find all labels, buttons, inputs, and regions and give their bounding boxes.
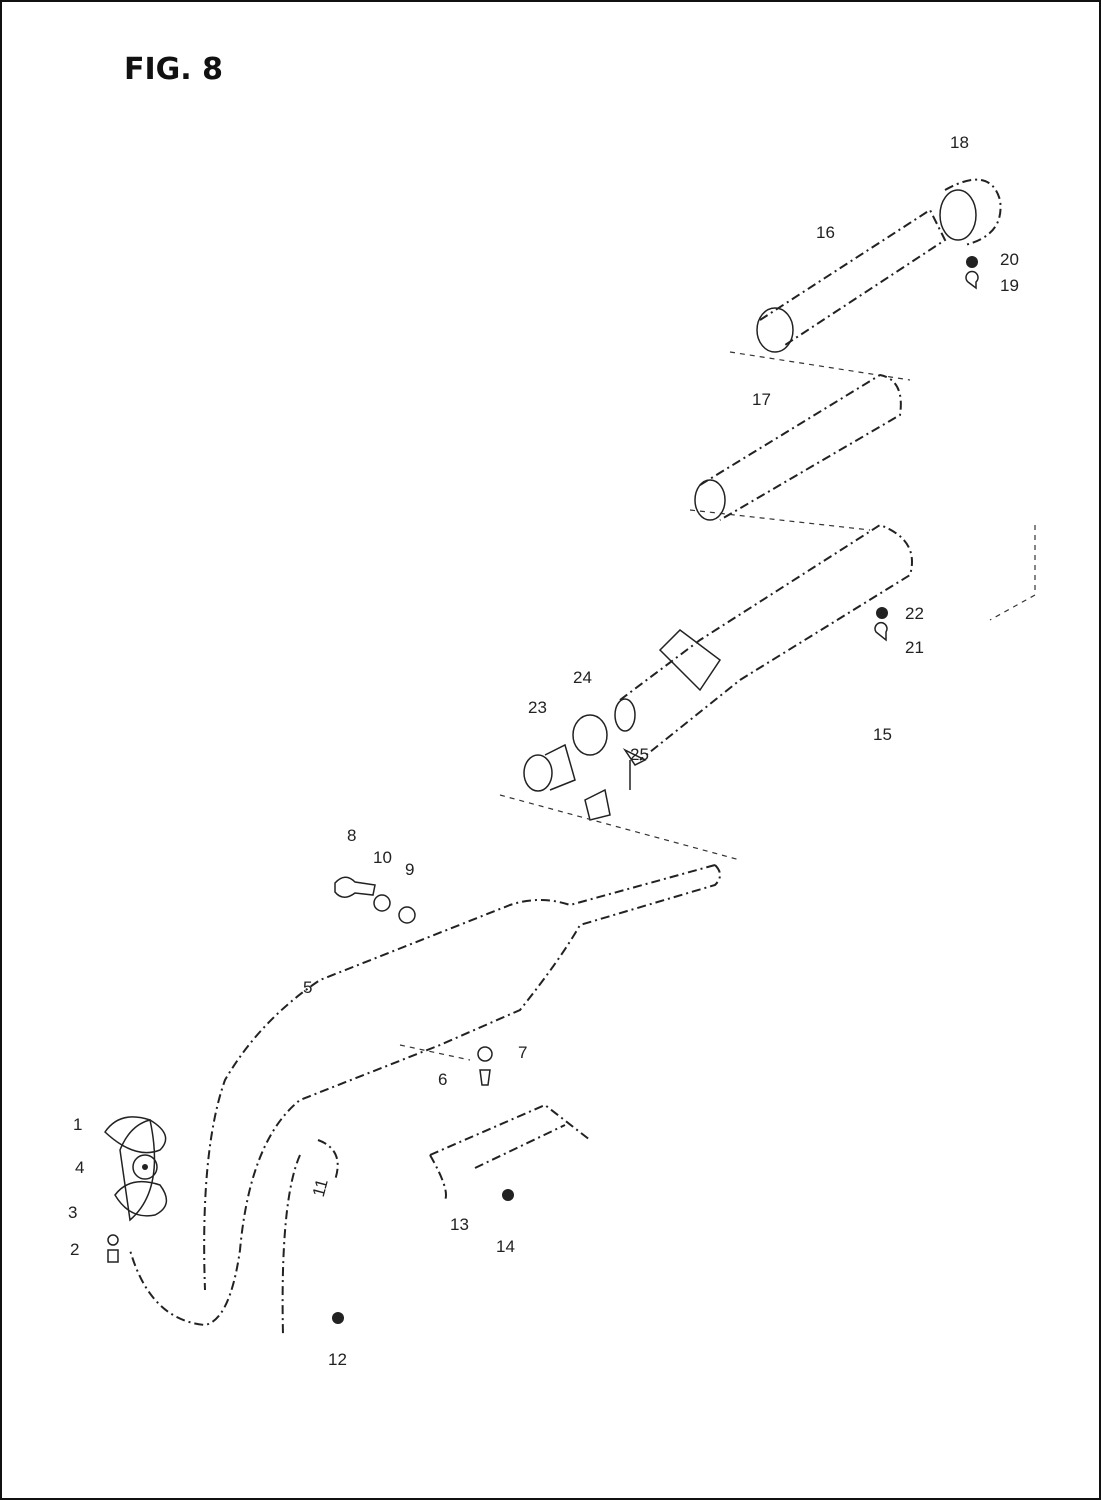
part-label-10: 10 — [373, 848, 392, 867]
part-label-16: 16 — [816, 223, 835, 242]
bolt-parts — [334, 876, 416, 924]
heat-guard-13 — [429, 1103, 591, 1201]
part-label-7: 7 — [518, 1043, 528, 1062]
part-label-25: 25 — [630, 745, 649, 764]
figure-title: FIG. 8 — [124, 52, 223, 87]
silencer-17 — [694, 373, 902, 521]
part-label-8: 8 — [347, 826, 357, 845]
part-label-14: 14 — [496, 1237, 515, 1256]
pipe-11 — [281, 1139, 344, 1336]
part-label-4: 4 — [75, 1158, 85, 1177]
part-label-23: 23 — [528, 698, 547, 717]
exhaust-pipe-5 — [119, 864, 721, 1327]
tail-pipe-16 — [756, 178, 1002, 353]
part-label-2: 2 — [70, 1240, 80, 1259]
part-label-1: 1 — [73, 1115, 83, 1134]
part-label-17: 17 — [752, 390, 771, 409]
part-label-3: 3 — [68, 1203, 78, 1222]
clamp-parts — [523, 714, 647, 821]
part-label-24: 24 — [573, 668, 592, 687]
part-label-12: 12 — [328, 1350, 347, 1369]
part-label-21: 21 — [905, 638, 924, 657]
flange-parts — [104, 1116, 168, 1263]
part-label-6: 6 — [438, 1070, 448, 1089]
part-label-19: 19 — [1000, 276, 1019, 295]
part-label-15: 15 — [873, 725, 892, 744]
part-label-9: 9 — [405, 860, 415, 879]
part-label-13: 13 — [450, 1215, 469, 1234]
part-label-5: 5 — [303, 978, 313, 997]
part-label-18: 18 — [950, 133, 969, 152]
part-label-20: 20 — [1000, 250, 1019, 269]
part-label-22: 22 — [905, 604, 924, 623]
bolt-7 — [477, 1046, 493, 1086]
muffler-15 — [614, 523, 913, 761]
